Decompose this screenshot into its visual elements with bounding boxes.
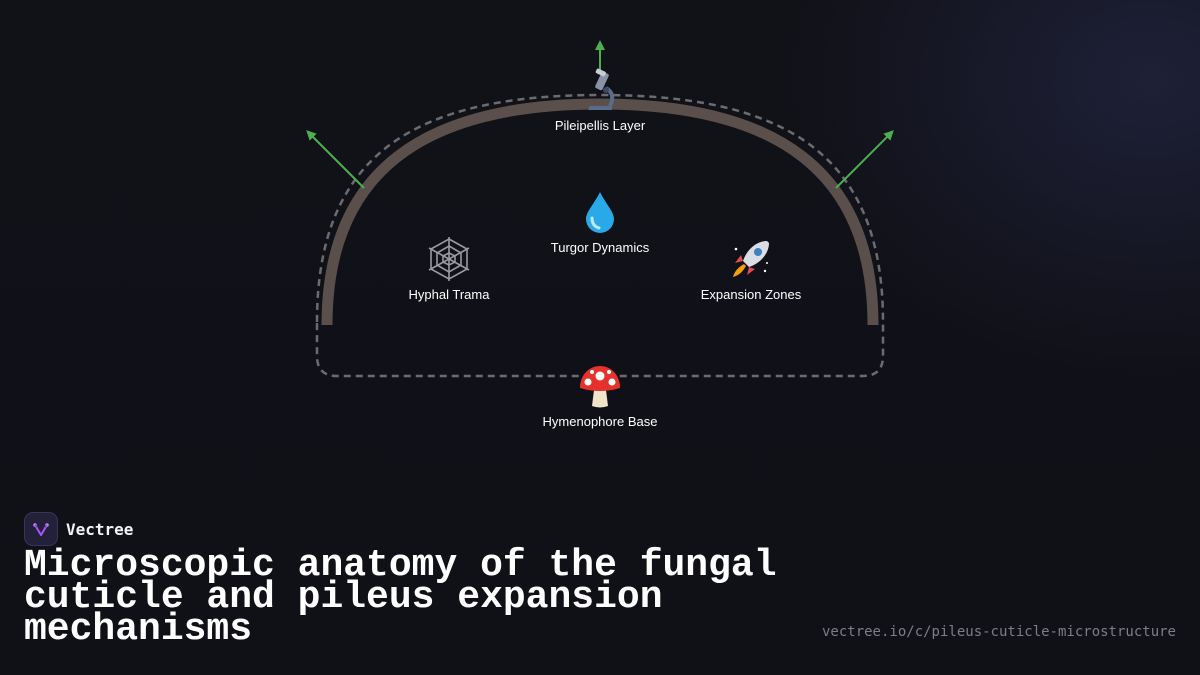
node-label: Hymenophore Base: [542, 414, 658, 429]
node-label: Expansion Zones: [700, 287, 802, 302]
rocket-icon: [661, 235, 841, 283]
mushroom-icon: [510, 362, 690, 410]
expansion-arrow-right: [835, 130, 894, 189]
microscope-icon: [510, 66, 690, 114]
droplet-icon: [510, 188, 690, 236]
node-expansion-zones[interactable]: Expansion Zones: [661, 235, 841, 302]
node-hyphal-trama[interactable]: Hyphal Trama: [359, 235, 539, 302]
spider-web-icon: [359, 235, 539, 283]
node-pileipellis-layer[interactable]: Pileipellis Layer: [510, 66, 690, 133]
expansion-arrow-left: [306, 130, 365, 189]
vectree-logo-icon: [24, 512, 58, 546]
node-label: Turgor Dynamics: [550, 240, 650, 255]
node-label: Pileipellis Layer: [554, 118, 646, 133]
brand-name: Vectree: [66, 519, 134, 539]
brand[interactable]: Vectree: [24, 512, 133, 546]
source-url[interactable]: vectree.io/c/pileus-cuticle-microstructu…: [821, 624, 1176, 640]
page-title: Microscopic anatomy of the fungal cuticl…: [24, 544, 777, 651]
dashed-cap-outline: [315, 93, 885, 378]
node-hymenophore-base[interactable]: Hymenophore Base: [510, 362, 690, 429]
node-label: Hyphal Trama: [408, 287, 490, 302]
cap-arc: [321, 98, 879, 326]
node-turgor-dynamics[interactable]: Turgor Dynamics: [510, 188, 690, 255]
